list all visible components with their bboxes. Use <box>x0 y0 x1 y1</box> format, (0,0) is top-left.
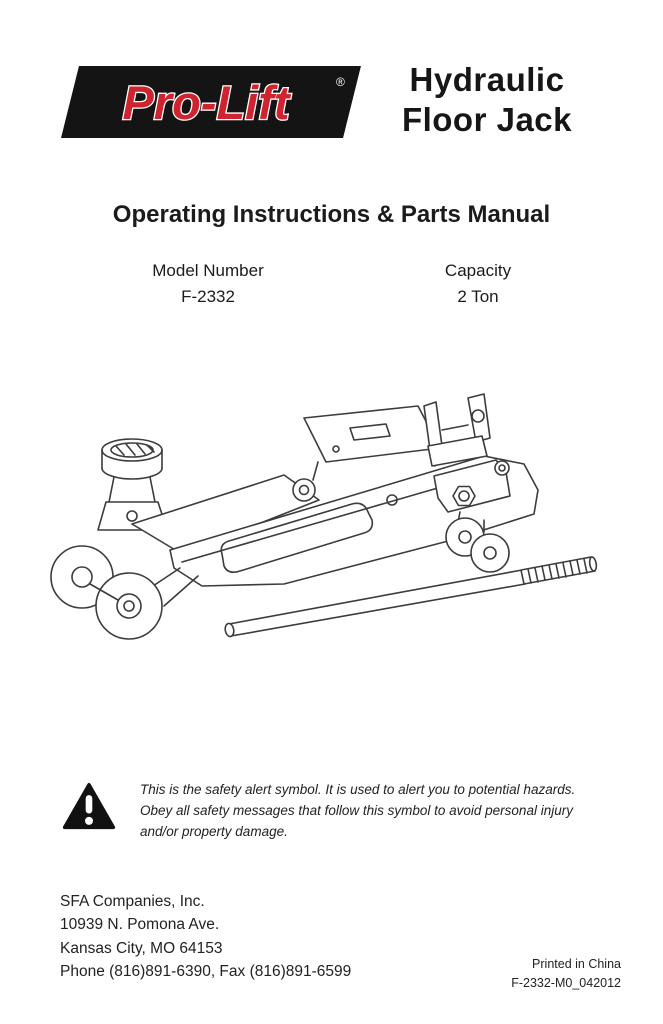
product-title-line2: Floor Jack <box>401 101 573 139</box>
capacity-value: 2 Ton <box>457 287 499 307</box>
safety-alert-text: This is the safety alert symbol. It is u… <box>140 782 576 839</box>
company-address-line2: Kansas City, MO 64153 <box>60 939 223 957</box>
capacity-block: Capacity 2 Ton <box>368 258 588 311</box>
pro-lift-logo: Pro-Lift ® <box>121 75 345 131</box>
printed-in-text: Printed in China <box>532 957 621 971</box>
brand-logo: Pro-Lift ® <box>60 64 361 144</box>
document-heading: Operating Instructions & Parts Manual <box>112 201 551 228</box>
company-info: SFA Companies, Inc. 10939 N. Pomona Ave.… <box>60 890 351 983</box>
product-title: Hydraulic Floor Jack <box>372 60 602 141</box>
capacity-label: Capacity <box>444 261 512 280</box>
company-name: SFA Companies, Inc. <box>60 893 205 910</box>
company-phone-fax: Phone (816)891-6390, Fax (816)891-6599 <box>60 962 352 980</box>
safety-note: This is the safety alert symbol. It is u… <box>62 780 607 843</box>
product-title-line1: Hydraulic <box>409 61 565 98</box>
floor-jack-illustration <box>50 393 598 640</box>
safety-alert-icon <box>62 782 116 830</box>
registered-trademark-symbol: ® <box>336 75 345 89</box>
model-number-label: Model Number <box>152 261 264 280</box>
model-number-value: F-2332 <box>181 287 235 307</box>
print-info: Printed in China F-2332-M0_042012 <box>511 955 621 993</box>
model-number-block: Model Number F-2332 <box>98 258 318 311</box>
company-address-line1: 10939 N. Pomona Ave. <box>60 916 220 934</box>
logo-text: Pro-Lift <box>122 76 291 129</box>
document-code: F-2332-M0_042012 <box>511 975 621 990</box>
